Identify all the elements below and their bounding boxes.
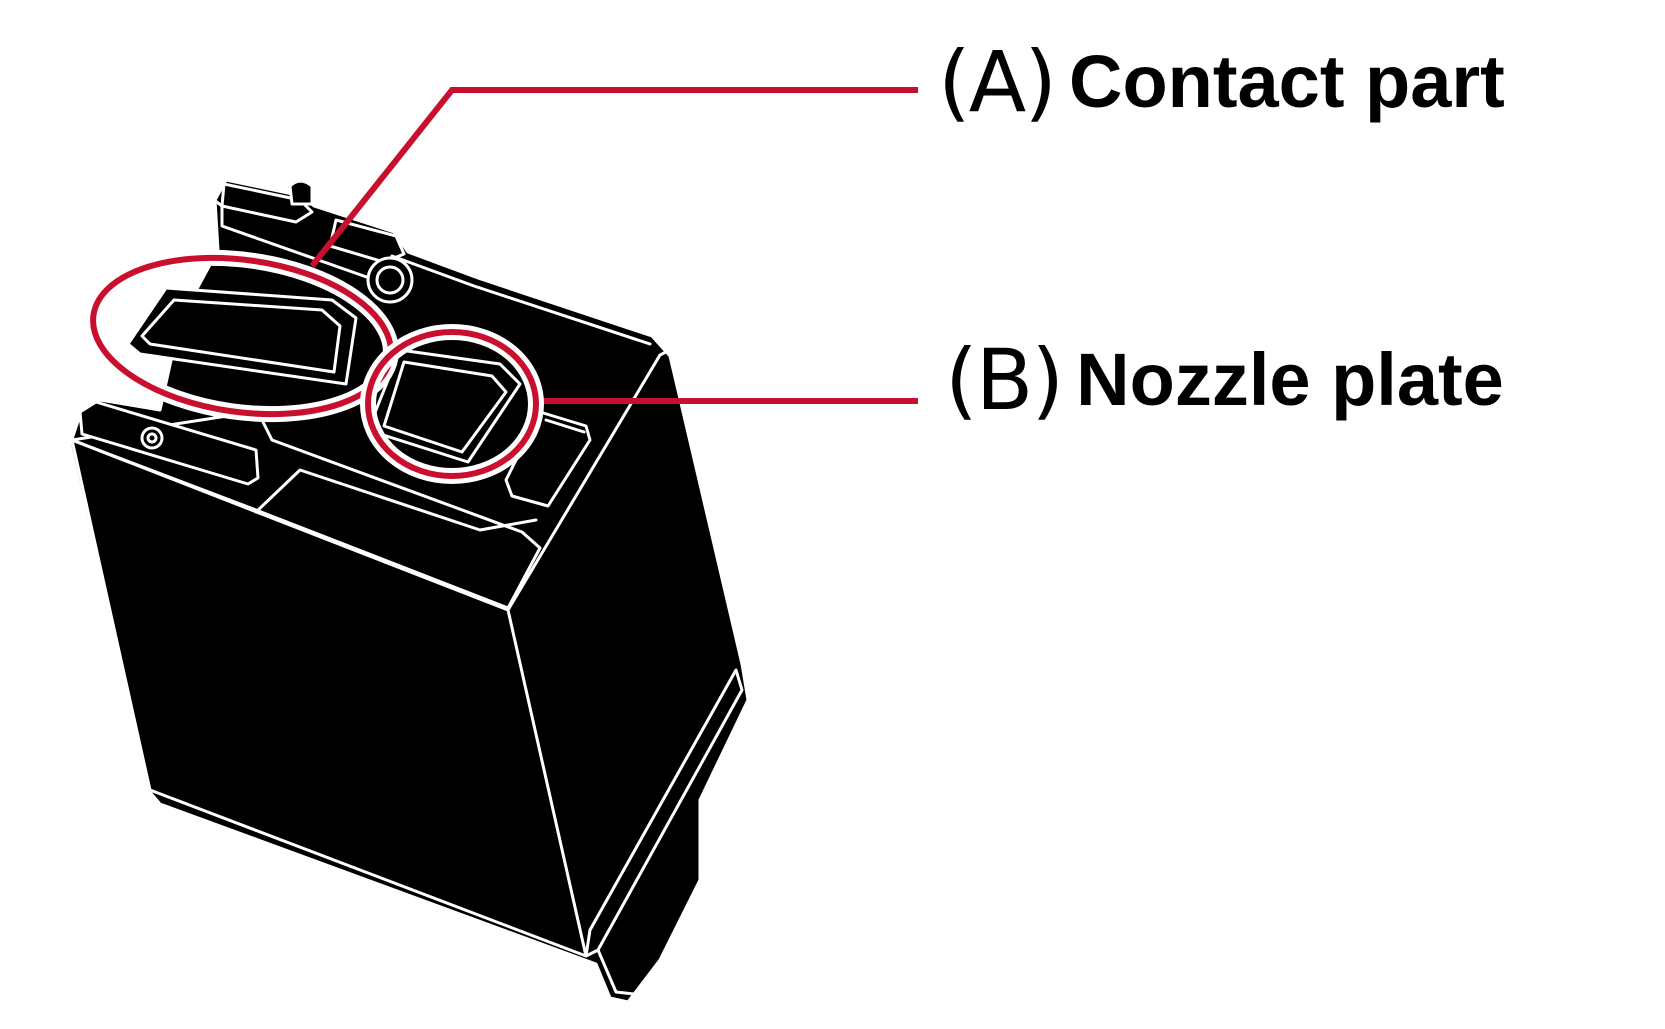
right-block — [504, 410, 592, 508]
cartridge-bottom-lip — [596, 948, 636, 996]
left-tab — [78, 400, 260, 486]
callout-line-a — [309, 87, 918, 268]
cartridge-body — [68, 178, 750, 1004]
top-back-edge — [390, 254, 652, 346]
callout-text-b: Nozzle plate — [1076, 338, 1504, 421]
callout-label-b: (B) Nozzle plate — [945, 338, 1504, 422]
highlight-rings — [85, 249, 544, 484]
ring-b — [365, 329, 539, 479]
top-post — [288, 179, 314, 206]
right-block-top — [544, 418, 586, 434]
callout-text-a: Contact part — [1069, 40, 1505, 123]
left-tab-screw-hole — [146, 432, 158, 444]
callout-letter-a: (A) — [938, 33, 1057, 131]
callout-lines — [309, 87, 918, 404]
top-knob-inner — [375, 265, 405, 295]
print-head-cartridge — [68, 178, 750, 1004]
top-plate-outline — [220, 182, 314, 224]
cartridge-side-edge — [506, 348, 672, 612]
nozzle-plate-face — [382, 360, 508, 454]
lower-ledge — [254, 468, 538, 532]
cartridge-side-ridge — [584, 668, 744, 958]
contact-pad — [126, 286, 358, 386]
callout-letter-b: (B) — [945, 331, 1064, 429]
contact-pad-inner — [140, 298, 342, 374]
callout-label-a: (A) Contact part — [938, 40, 1505, 124]
